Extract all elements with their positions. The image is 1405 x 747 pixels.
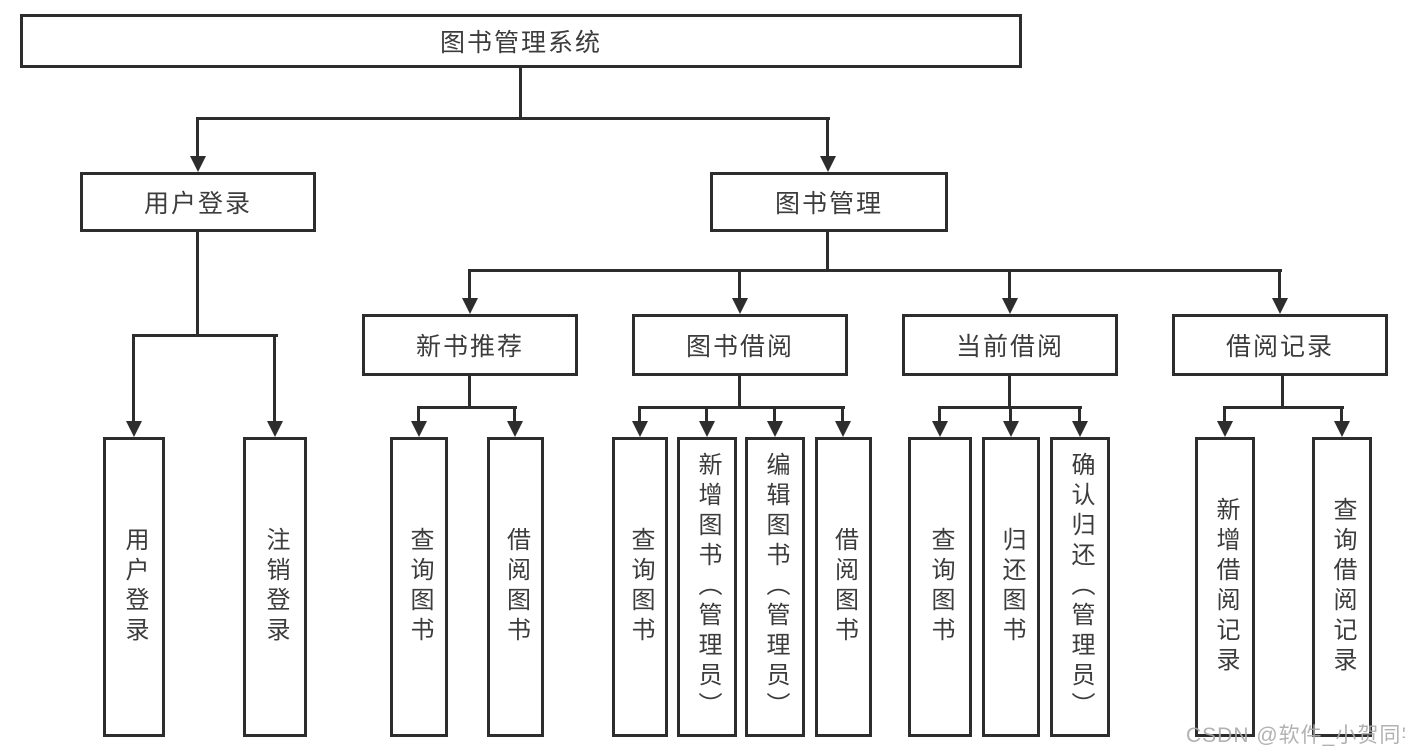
arrowhead-down <box>632 421 648 437</box>
node-user-login: 用户登录 <box>80 172 316 232</box>
connector-line <box>638 406 845 409</box>
leaf-query-books-current: 查询图书 <box>908 437 972 737</box>
arrowhead-down <box>1072 421 1088 437</box>
leaf-confirm-return-admin: 确认归还（管理员） <box>1050 437 1110 737</box>
connector-line <box>738 269 741 300</box>
connector-line <box>1008 269 1011 300</box>
node-label: 图书借阅 <box>685 333 794 361</box>
node-label: 借阅图书 <box>830 527 858 647</box>
leaf-add-borrow-record: 新增借阅记录 <box>1195 437 1255 737</box>
node-label: 查询图书 <box>927 527 954 647</box>
connector-line <box>1281 376 1284 409</box>
node-label: 新增图书（管理员） <box>694 452 721 722</box>
node-label: 用户登录 <box>143 190 252 218</box>
node-book-management: 图书管理 <box>710 172 948 232</box>
connector-line <box>1340 406 1343 424</box>
connector-line <box>638 406 641 424</box>
node-current-borrowing: 当前借阅 <box>902 314 1118 376</box>
connector-line <box>826 117 829 158</box>
connector-line <box>513 406 516 424</box>
arrowhead-down <box>835 421 851 437</box>
leaf-return-books: 归还图书 <box>982 437 1040 737</box>
node-label: 编辑图书（管理员） <box>762 452 789 722</box>
connector-line <box>738 376 741 409</box>
connector-line <box>519 68 522 120</box>
connector-line <box>1223 406 1226 424</box>
node-label: 用户登录 <box>121 527 148 647</box>
node-label: 归还图书 <box>998 527 1025 647</box>
connector-line <box>417 406 517 409</box>
connector-line <box>273 334 276 424</box>
connector-line <box>1278 269 1281 300</box>
connector-line <box>773 406 776 424</box>
node-label: 当前借阅 <box>955 333 1064 361</box>
leaf-query-books-borrowing: 查询图书 <box>612 437 668 737</box>
node-label: 确认归还（管理员） <box>1067 452 1094 722</box>
leaf-borrow-books: 借阅图书 <box>815 437 872 737</box>
arrowhead-down <box>732 298 748 314</box>
connector-line <box>468 269 471 300</box>
arrowhead-down <box>507 421 523 437</box>
node-label: 查询图书 <box>406 527 433 647</box>
node-label: 查询图书 <box>627 527 654 647</box>
connector-line <box>938 406 941 424</box>
connector-line <box>1078 406 1081 424</box>
connector-line <box>468 269 1282 272</box>
node-label: 新增借阅记录 <box>1212 497 1239 677</box>
arrowhead-down <box>126 421 142 437</box>
node-borrowing-records: 借阅记录 <box>1172 314 1388 376</box>
connector-line <box>1009 406 1012 424</box>
arrowhead-down <box>699 421 715 437</box>
leaf-query-borrow-record: 查询借阅记录 <box>1312 437 1372 737</box>
arrowhead-down <box>1217 421 1233 437</box>
connector-line <box>468 376 471 409</box>
leaf-edit-books-admin: 编辑图书（管理员） <box>745 437 805 737</box>
node-label: 借阅记录 <box>1225 333 1334 361</box>
node-label: 图书管理 <box>774 190 883 218</box>
arrowhead-down <box>767 421 783 437</box>
leaf-query-books-recommend: 查询图书 <box>390 437 448 737</box>
node-label: 借阅图书 <box>502 527 530 647</box>
connector-line <box>1008 376 1011 409</box>
arrowhead-down <box>1334 421 1350 437</box>
connector-line <box>705 406 708 424</box>
arrowhead-down <box>462 298 478 314</box>
arrowhead-down <box>1003 421 1019 437</box>
leaf-add-books-admin: 新增图书（管理员） <box>677 437 737 737</box>
connector-line <box>196 232 199 337</box>
connector-line <box>841 406 844 424</box>
connector-line <box>826 232 829 272</box>
arrowhead-down <box>1272 298 1288 314</box>
arrowhead-down <box>267 421 283 437</box>
node-label: 注销登录 <box>262 527 289 647</box>
arrowhead-down <box>932 421 948 437</box>
arrowhead-down <box>1002 298 1018 314</box>
node-new-book-recommend: 新书推荐 <box>362 314 578 376</box>
node-book-borrowing: 图书借阅 <box>632 314 848 376</box>
node-label: 图书管理系统 <box>439 29 602 57</box>
connector-line <box>196 117 199 158</box>
leaf-borrow-books-recommend: 借阅图书 <box>487 437 544 737</box>
arrowhead-down <box>190 156 206 172</box>
arrowhead-down <box>820 156 836 172</box>
node-root-library-system: 图书管理系统 <box>20 14 1022 68</box>
connector-line <box>132 334 278 337</box>
arrowhead-down <box>411 421 427 437</box>
node-label: 新书推荐 <box>415 333 524 361</box>
connector-line <box>417 406 420 424</box>
leaf-user-login: 用户登录 <box>103 437 165 737</box>
leaf-logout: 注销登录 <box>243 437 307 737</box>
csdn-watermark: CSDN @软件_小贺同学 <box>1186 724 1405 747</box>
connector-line <box>196 117 830 120</box>
connector-line <box>1223 406 1344 409</box>
node-label: 查询借阅记录 <box>1329 497 1356 677</box>
connector-line <box>132 334 135 424</box>
